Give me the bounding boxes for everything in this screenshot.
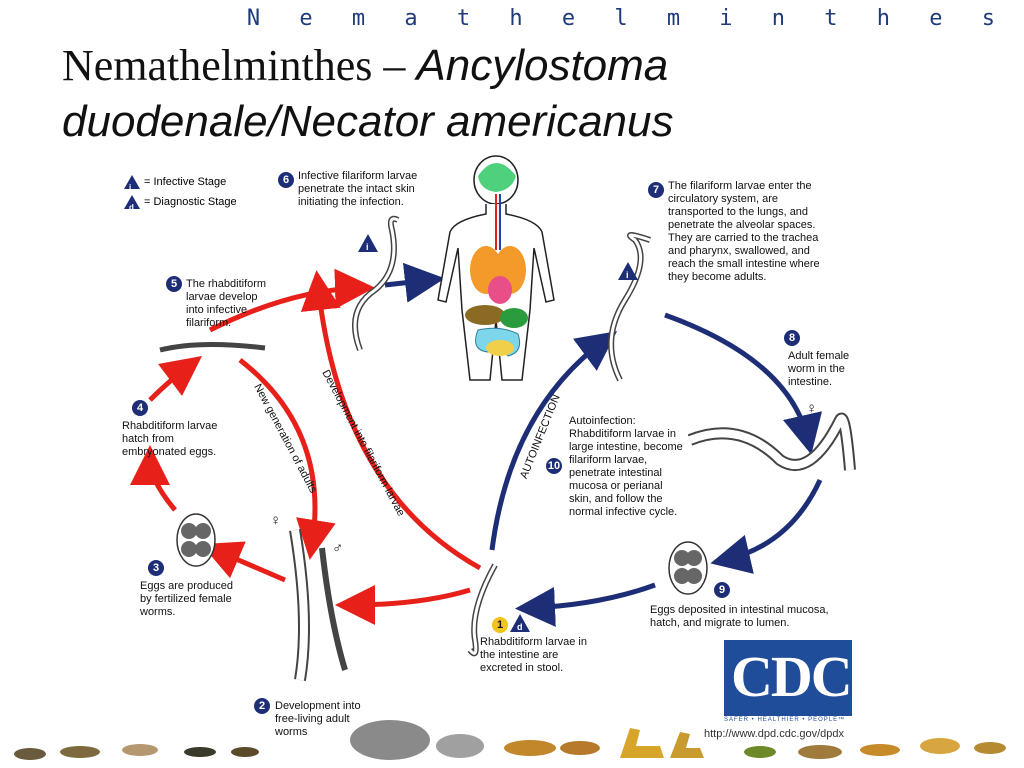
egg-3	[176, 513, 216, 567]
arrow-new-generation	[238, 358, 336, 560]
step-7-text: The filariform larvae enter the circulat…	[668, 180, 820, 283]
step-4-text: Rhabditiform larvae hatch from embryonat…	[122, 420, 218, 458]
cdc-url: http://www.dpd.cdc.gov/dpdx	[704, 728, 845, 740]
step-3-text: Eggs are produced by fertilized female w…	[140, 580, 233, 618]
slide-title: Nemathelminthes – Ancylostoma duodenale/…	[62, 38, 674, 150]
step-1-badge: 1	[492, 617, 508, 633]
step-5-text: The rhabditiform larvae develop into inf…	[186, 278, 267, 329]
step-6-badge: 6	[278, 172, 294, 188]
svg-text:i: i	[366, 242, 369, 252]
arrow-1-to-2	[335, 584, 471, 625]
arrow-4-to-5	[148, 355, 202, 402]
arrow-9-to-1	[515, 582, 656, 627]
diagnostic-stage-icon: d	[124, 195, 140, 212]
legend-infective-label: = Infective Stage	[144, 176, 227, 188]
step-7-badge: 7	[648, 182, 664, 198]
header-spaced-word: N e m a t h e l m i n t h e s	[246, 6, 1008, 31]
step-4-badge: 4	[132, 400, 148, 416]
cdc-logo: CDC SAFER • HEALTHIER • PEOPLE™	[724, 640, 853, 736]
infective-stage-icon-6: i	[358, 234, 378, 252]
diagnostic-stage-icon-1: d	[510, 614, 530, 632]
arrow-2-to-3	[201, 541, 286, 583]
infective-stage-icon: i	[124, 175, 140, 192]
male-worm-2	[319, 547, 348, 671]
legend-diagnostic-label: = Diagnostic Stage	[144, 196, 237, 208]
svg-text:i: i	[626, 270, 629, 280]
step-8-badge: 8	[784, 330, 800, 346]
cdc-logo-text: CDC	[731, 644, 853, 709]
human-body-figure	[437, 155, 555, 381]
step-10-badge: 10	[546, 458, 562, 474]
arrow-7-to-8	[664, 312, 823, 455]
arrow-development	[300, 270, 482, 571]
cdc-tagline: SAFER • HEALTHIER • PEOPLE™	[724, 717, 846, 723]
arrow-6-to-body	[384, 262, 445, 303]
title-part-3: duodenale/Necator americanus	[62, 97, 674, 146]
male-symbol: ♂	[332, 540, 344, 557]
step-8-text: Adult female worm in the intestine.	[788, 350, 850, 388]
arrow-3-to-4	[130, 445, 177, 512]
arrow-8-to-9	[710, 478, 823, 574]
step-3-badge: 3	[148, 560, 164, 576]
step-2-text: Development into free-living adult worms	[275, 700, 361, 738]
infective-stage-icon-7: i	[618, 262, 638, 280]
animal-silhouette-strip	[14, 720, 1006, 760]
filariform-larva-7	[608, 232, 651, 382]
egg-9	[668, 541, 708, 595]
female-symbol: ♀	[270, 512, 282, 529]
step-5-badge: 5	[166, 276, 182, 292]
step-6-text: Infective filariform larvae penetrate th…	[298, 170, 418, 208]
legend-infective: i = Infective Stage	[124, 172, 237, 192]
title-part-2: Ancylostoma	[416, 41, 669, 90]
step-1-text: Rhabditiform larvae in the intestine are…	[480, 636, 587, 674]
arrow-autoinfection	[489, 331, 618, 551]
female-symbol-8: ♀	[806, 400, 818, 417]
legend: i = Infective Stage d = Diagnostic Stage	[124, 172, 237, 212]
title-part-1: Nemathelminthes –	[62, 41, 417, 90]
step-9-badge: 9	[714, 582, 730, 598]
svg-text:d: d	[517, 622, 523, 632]
arrow-5-to-6	[208, 268, 375, 333]
step-9-text: Eggs deposited in intestinal mucosa, hat…	[650, 604, 829, 629]
larva-5	[159, 341, 266, 353]
step-2-badge: 2	[254, 698, 270, 714]
step-10-text: Autoinfection: Rhabditiform larvae in la…	[569, 415, 683, 518]
legend-diagnostic: d = Diagnostic Stage	[124, 192, 237, 212]
